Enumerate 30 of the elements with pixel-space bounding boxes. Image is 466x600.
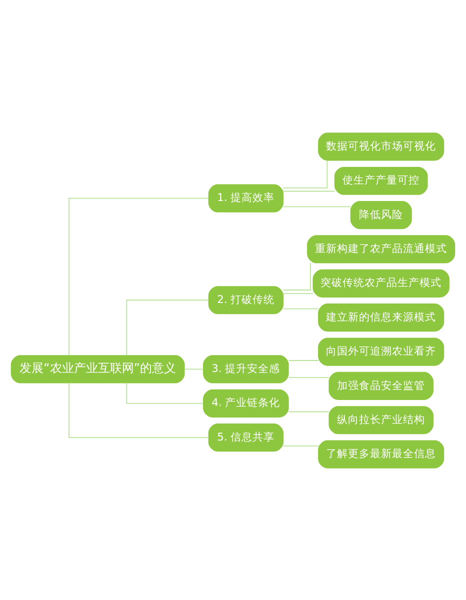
connector (288, 410, 330, 412)
connector (282, 190, 336, 192)
node-box: 重新构建了农产品流通模式 (307, 234, 456, 263)
connector (282, 159, 328, 188)
node-box: 加强食品安全监管 (328, 371, 434, 400)
node-box: 纵向拉长产业结构 (328, 406, 434, 434)
connector (282, 292, 314, 294)
connector (184, 368, 204, 370)
node-box: 5. 信息共享 (208, 423, 284, 452)
connector (282, 444, 319, 446)
node-box: 使生产产量可控 (334, 166, 428, 194)
node-box: 数据可视化市场可视化 (318, 132, 444, 160)
connector (288, 376, 330, 378)
node-box: 3. 提升安全感 (203, 354, 289, 383)
node-box: 2. 打破传统 (208, 286, 284, 314)
node-box: 4. 产业链条化 (203, 388, 289, 417)
node-box: 了解更多最新最全信息 (318, 440, 444, 468)
connector (68, 197, 210, 356)
node-box: 突破传统农产品生产模式 (312, 268, 450, 297)
node-box: 降低风险 (350, 200, 412, 229)
node-box: 1. 提高效率 (208, 184, 284, 212)
node-box: 建立新的信息来源模式 (318, 303, 444, 332)
connector (282, 206, 351, 207)
connector (126, 382, 204, 404)
connector (126, 299, 209, 356)
connector (283, 262, 311, 290)
node-box: 向国外可追溯农业看齐 (318, 337, 444, 366)
connector (282, 308, 319, 309)
connector (68, 382, 210, 438)
node-box: 发展“农业产业互联网”的意义 (10, 354, 185, 383)
